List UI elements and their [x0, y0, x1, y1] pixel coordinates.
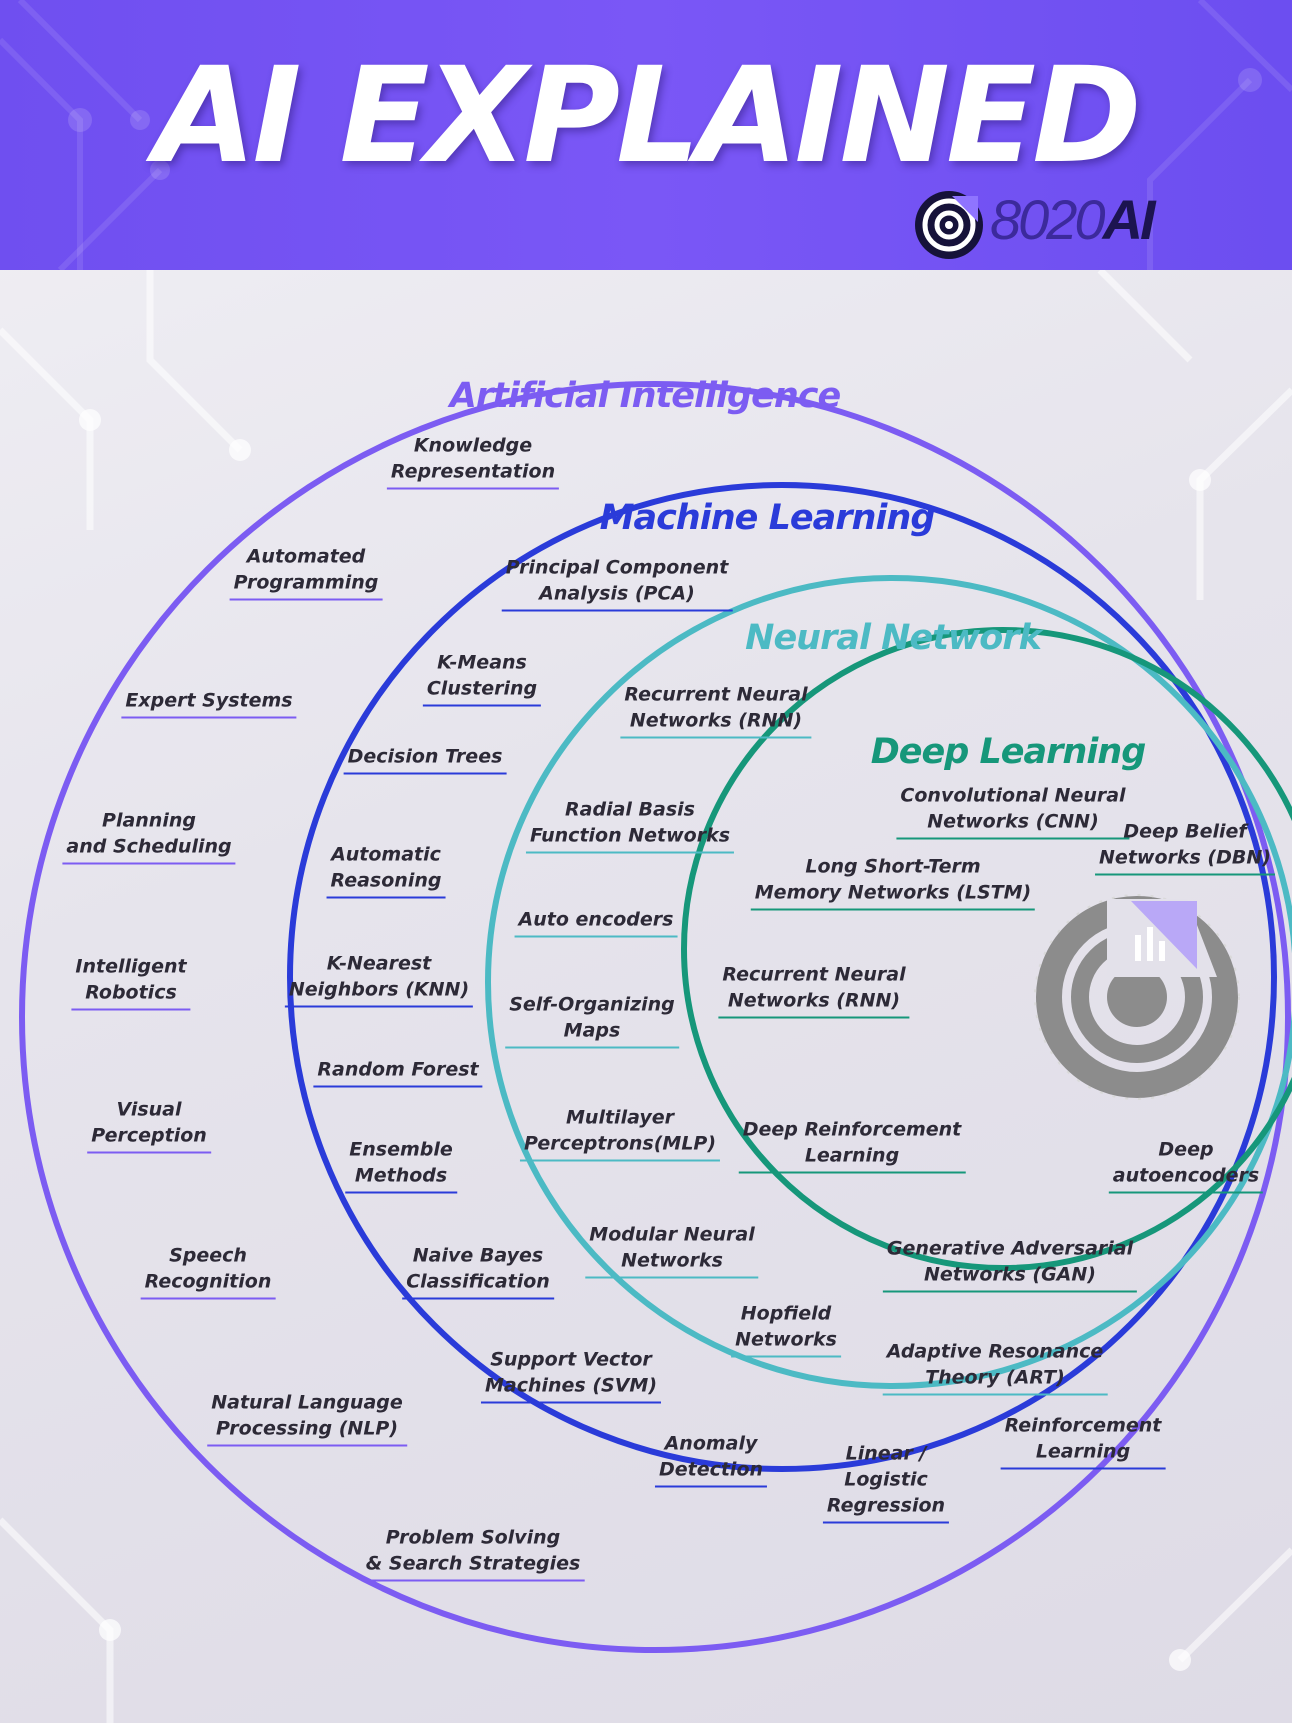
dl-circle [681, 627, 1292, 1271]
header-circuit-pattern [0, 0, 1292, 270]
ai-title: Artificial Intelligence [449, 376, 841, 416]
page-title: AI EXPLAINED [154, 39, 1142, 193]
ml-circle [287, 482, 1277, 1472]
brand-ai: AI [1102, 188, 1156, 251]
nn-item-auto-encoders: Auto encoders [514, 907, 678, 938]
ml-title: Machine Learning [599, 498, 936, 538]
nn-circle [485, 575, 1292, 1389]
header-banner: AI EXPLAINED 8020AI [0, 0, 1292, 270]
brand-logo-icon [915, 191, 983, 259]
brand-wordmark: 8020AI [990, 192, 1156, 248]
brand-logo: 8020AI [912, 188, 1212, 260]
ai-item-expert-systems: Expert Systems [121, 688, 297, 719]
background-circuit-pattern [0, 270, 1292, 1723]
brand-emblem-icon [1034, 894, 1240, 1100]
dl-title: Deep Learning [870, 732, 1147, 772]
nn-title: Neural Network [745, 618, 1042, 658]
ai-item-problem-solving: Problem Solving& Search Strategies [361, 1525, 585, 1582]
ai-circle [19, 381, 1291, 1653]
ml-item-decision-trees: Decision Trees [343, 744, 507, 775]
ml-item-random-forest: Random Forest [313, 1057, 483, 1088]
brand-digits: 8020 [990, 188, 1106, 251]
